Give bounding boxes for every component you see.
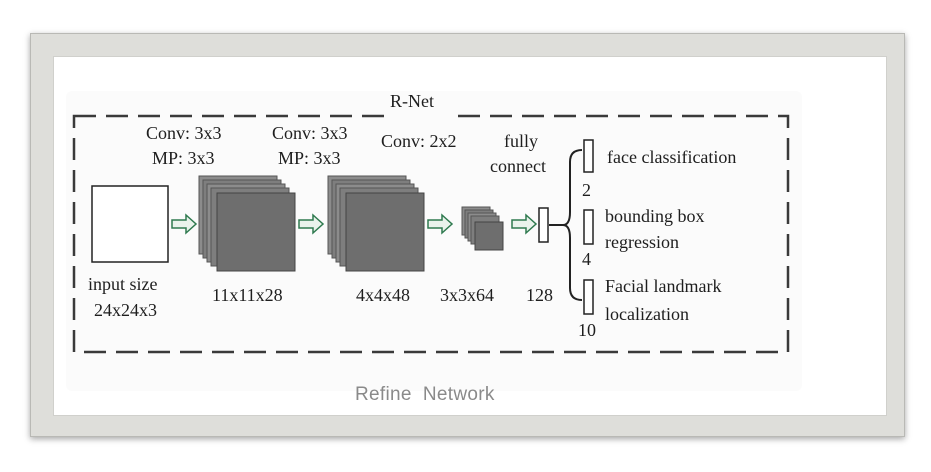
- title-bg: [386, 104, 454, 124]
- fc-label-1: fully: [504, 131, 538, 151]
- stage2-op1: Conv: 3x3: [272, 123, 348, 143]
- conv3-block-stack: [461, 206, 504, 251]
- fc-label-2: connect: [490, 156, 546, 176]
- diagram-title: R-Net: [390, 91, 434, 111]
- figure-caption: Refine Network: [355, 384, 495, 405]
- stage1-size: 11x11x28: [212, 285, 283, 305]
- stage2-size: 4x4x48: [356, 285, 410, 305]
- output-brace: [562, 149, 583, 301]
- input-label-2: 24x24x3: [94, 300, 157, 320]
- fc-size: 128: [526, 285, 553, 305]
- arrow-4: [511, 213, 538, 235]
- input-square: [91, 185, 169, 263]
- input-label-1: input size: [88, 274, 158, 294]
- output3-line1: Facial landmark: [605, 276, 721, 296]
- conv1-block-stack: [198, 175, 296, 272]
- stage3-op1: Conv: 2x2: [381, 131, 457, 151]
- output1-line1: face classification: [607, 147, 736, 167]
- stage2-op2: MP: 3x3: [278, 148, 341, 168]
- output2-line2: regression: [605, 232, 679, 252]
- output-bbox-vector: [583, 209, 594, 245]
- output2-dim: 4: [582, 249, 591, 269]
- diagram-card: [66, 91, 802, 391]
- output3-line2: localization: [605, 304, 689, 324]
- stage1-op1: Conv: 3x3: [146, 123, 222, 143]
- conv2-block-stack: [327, 175, 425, 272]
- stage3-size: 3x3x64: [440, 285, 494, 305]
- arrow-3: [427, 213, 454, 235]
- output-face-class-vector: [583, 139, 594, 173]
- output2-line1: bounding box: [605, 206, 705, 226]
- output3-dim: 10: [578, 320, 596, 340]
- output1-dim: 2: [582, 180, 591, 200]
- arrow-2: [298, 213, 325, 235]
- output-landmark-vector: [583, 279, 594, 315]
- arrow-1: [171, 213, 198, 235]
- stage1-op2: MP: 3x3: [152, 148, 215, 168]
- fc-vector: [538, 207, 549, 243]
